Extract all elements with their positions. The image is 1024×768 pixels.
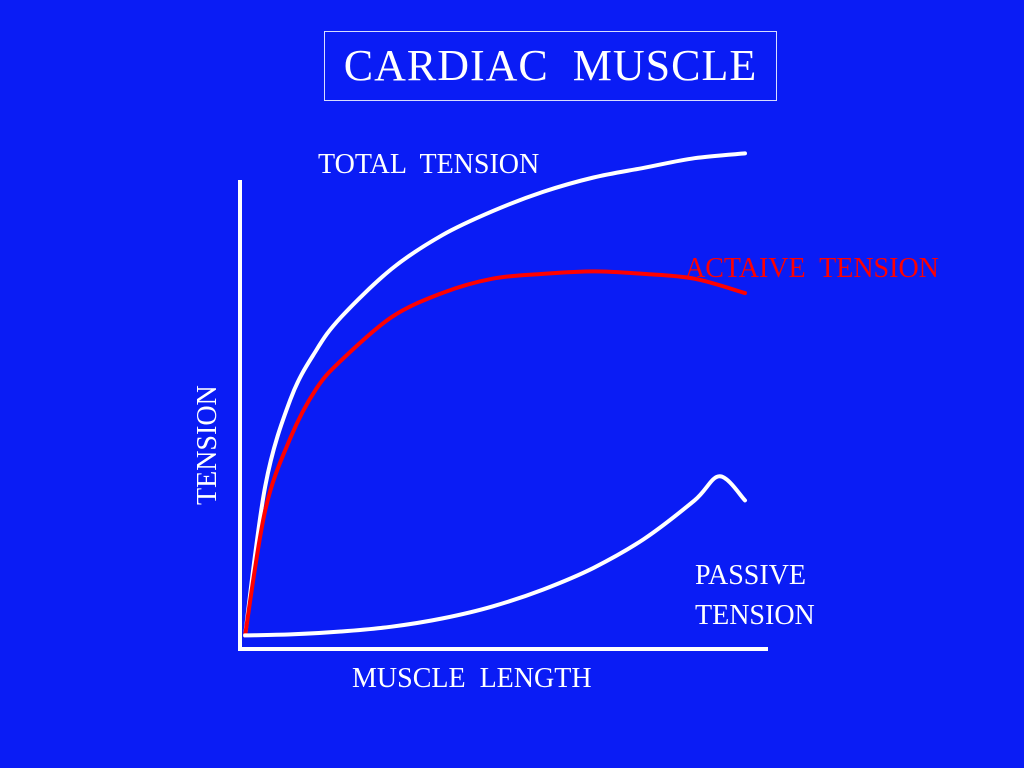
series-label-active-tension: ACTAIVE TENSION xyxy=(685,253,939,284)
series-label-passive-tension-line-2: TENSION xyxy=(695,600,815,631)
x-axis-label: MUSCLE LENGTH xyxy=(352,663,592,694)
series-label-total-tension: TOTAL TENSION xyxy=(318,149,539,180)
slide-title: CARDIAC MUSCLE xyxy=(343,41,758,90)
title-box: CARDIAC MUSCLE xyxy=(324,31,777,101)
series-line-active-tension xyxy=(243,269,747,638)
series-line-total-tension xyxy=(243,151,747,638)
y-axis-label: TENSION xyxy=(192,385,223,505)
series-label-passive-tension-line-1: PASSIVE xyxy=(695,560,806,591)
series-line-passive-tension xyxy=(243,474,747,638)
